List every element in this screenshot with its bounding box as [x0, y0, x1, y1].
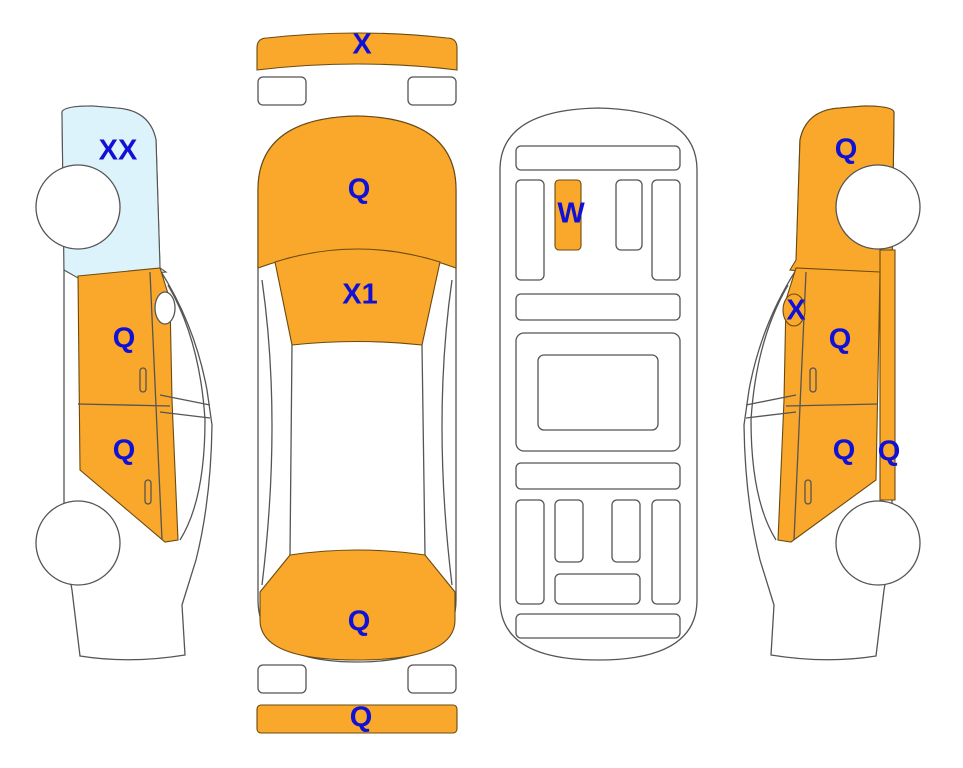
left-front-door-label: Q [113, 323, 136, 355]
right-mirror-damage[interactable] [782, 293, 806, 327]
top-view [256, 32, 458, 734]
right-pillar-label: Q [878, 436, 901, 468]
underside-panel-damage[interactable] [554, 179, 582, 251]
rear-right-light [407, 664, 457, 694]
hood-label: Q [348, 174, 371, 206]
windshield-label: X1 [342, 279, 377, 311]
front-bumper-damage[interactable] [256, 32, 458, 71]
right-mirror-label: X [786, 295, 806, 327]
windshield-damage[interactable] [274, 248, 441, 346]
left-rear-wheel [35, 500, 121, 586]
right-front-wheel [835, 164, 921, 250]
underside-outline [499, 107, 698, 661]
left-windshield-label: XX [99, 135, 138, 167]
left-mirror-line [159, 394, 211, 419]
underside-panel-label: W [557, 198, 585, 230]
top-cabin-lines [261, 279, 453, 586]
left-mirror [154, 291, 176, 325]
front-bumper-label: X [352, 29, 372, 61]
trunk-damage[interactable] [259, 549, 456, 661]
right-rear-door-label: Q [833, 435, 856, 467]
right-front-handle-icon [809, 367, 817, 393]
front-left-light [257, 76, 307, 106]
right-pillar-damage[interactable] [879, 249, 896, 501]
rear-bumper-label: Q [350, 702, 373, 734]
left-side-view [35, 105, 213, 661]
left-door-edge [149, 271, 163, 541]
trunk-label: Q [348, 606, 371, 638]
front-right-light [407, 76, 457, 106]
right-side-view [743, 105, 921, 661]
right-front-door-label: Q [829, 324, 852, 356]
right-rear-wheel [835, 500, 921, 586]
right-fender-label: Q [835, 134, 858, 166]
underside-view [499, 107, 698, 661]
left-front-handle-icon [139, 367, 147, 393]
left-front-wheel [35, 164, 121, 250]
left-rear-door-label: Q [113, 435, 136, 467]
rear-bumper-damage[interactable] [256, 704, 458, 734]
left-rear-handle-icon [144, 479, 152, 505]
rear-left-light [257, 664, 307, 694]
left-door-seam [77, 403, 171, 407]
right-rear-handle-icon [804, 479, 812, 505]
left-window-line [167, 284, 206, 541]
